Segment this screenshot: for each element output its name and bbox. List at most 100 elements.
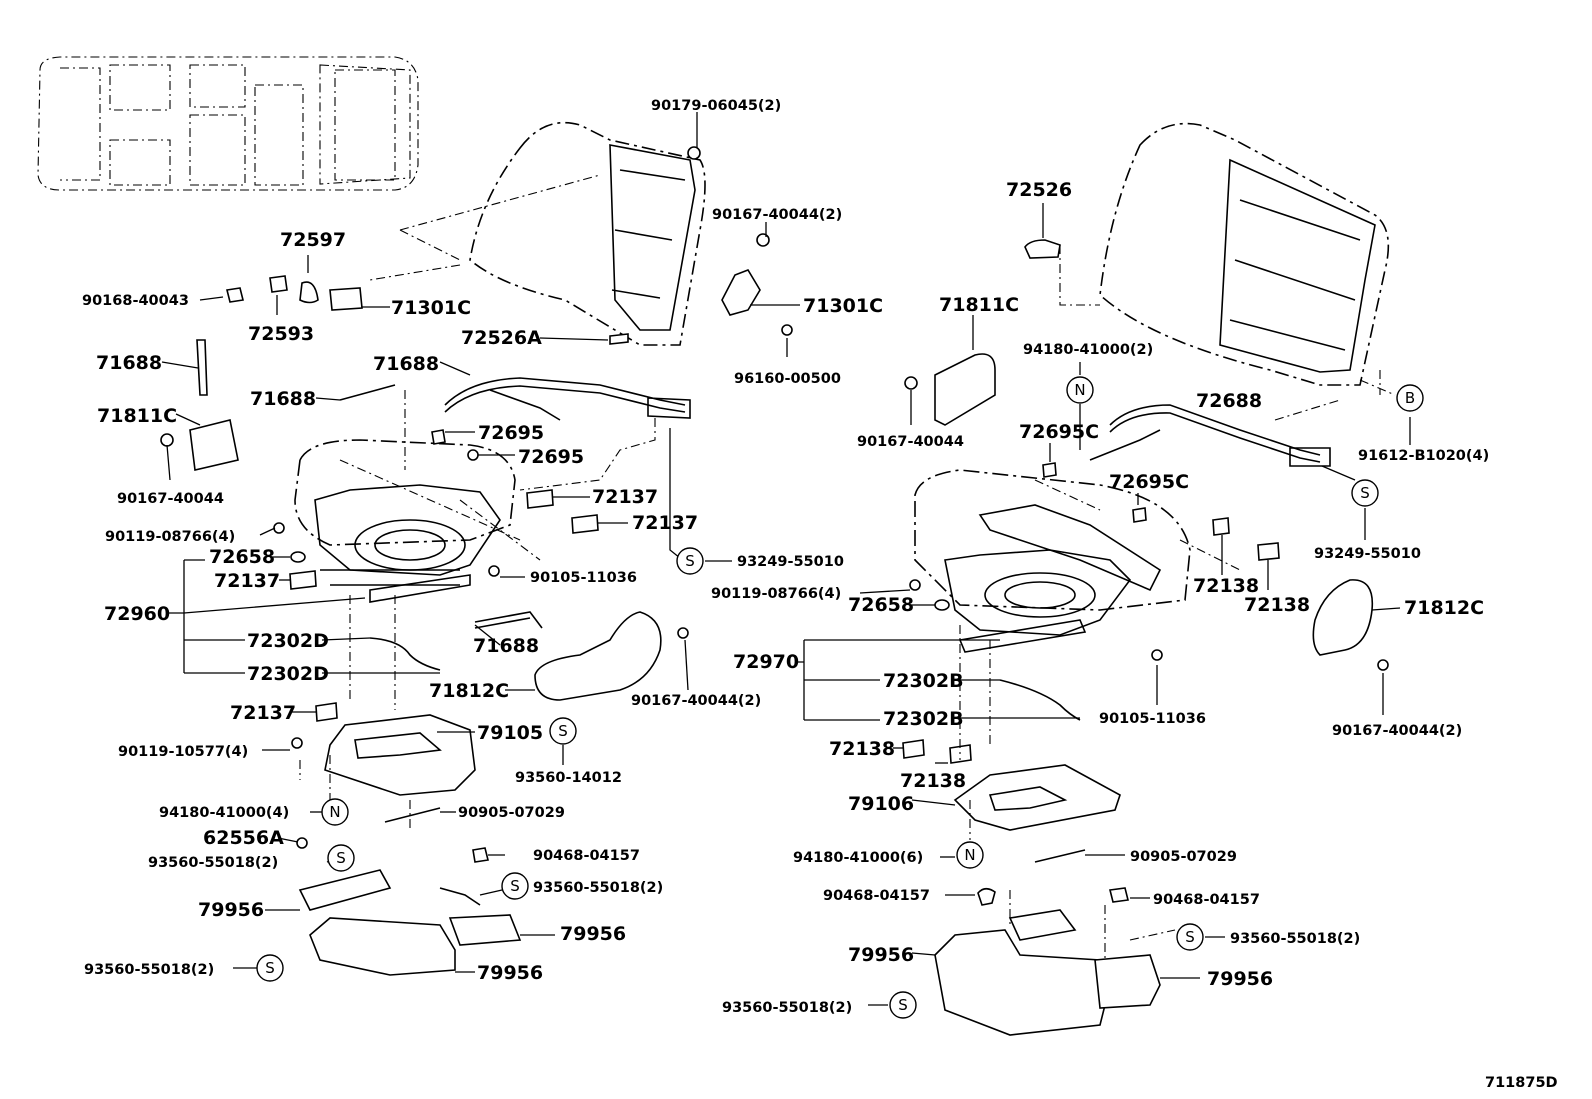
part-label: 72960 [104, 603, 170, 625]
marker-letter: S [898, 996, 908, 1014]
part-label: 72137 [592, 486, 658, 508]
part-label: 93560-14012 [515, 770, 622, 786]
part-label: 90167-40044(2) [712, 207, 842, 223]
marker-letter: S [1185, 928, 1195, 946]
part-label: 94180-41000(6) [793, 850, 923, 866]
part-label: 90167-40044 [117, 491, 224, 507]
part-label: 72302B [883, 708, 964, 730]
part-label: 90105-11036 [1099, 711, 1206, 727]
marker-circle [549, 717, 577, 745]
part-label: 71688 [473, 635, 539, 657]
part-label: 93560-55018(2) [1230, 931, 1360, 947]
part-label: 71688 [373, 353, 439, 375]
marker-circle [1066, 376, 1094, 404]
part-label: 79956 [1207, 968, 1273, 990]
marker-circle [1351, 479, 1379, 507]
marker-circle [321, 798, 349, 826]
marker-circle [1396, 384, 1424, 412]
right-side-cover-71812C [1312, 579, 1389, 671]
part-label: 90468-04157 [1153, 892, 1260, 908]
marker-m02: S [549, 717, 577, 745]
part-label: 93560-55018(2) [722, 1000, 852, 1016]
left-side-cover-71812C [534, 611, 689, 701]
part-label: 90468-04157 [823, 888, 930, 904]
right-seat-cushion [914, 469, 1191, 653]
marker-m04: S [327, 844, 355, 872]
part-label: 71812C [429, 680, 509, 702]
part-label: 62556A [203, 827, 284, 849]
marker-circle [676, 547, 704, 575]
part-label: 90905-07029 [458, 805, 565, 821]
marker-m01: S [676, 547, 704, 575]
part-label: 94180-41000(2) [1023, 342, 1153, 358]
part-label: 72138 [900, 770, 966, 792]
part-label: 94180-41000(4) [159, 805, 289, 821]
marker-m06: S [256, 954, 284, 982]
right-seatback [1024, 122, 1390, 386]
left-covers-79956 [296, 837, 522, 976]
part-label: 79956 [477, 962, 543, 984]
left-small-parts [160, 146, 793, 671]
part-label: 72302B [883, 670, 964, 692]
marker-letter: S [685, 552, 695, 570]
part-label: 96160-00500 [734, 371, 841, 387]
part-label: 71301C [391, 297, 471, 319]
marker-m09: S [1351, 479, 1379, 507]
part-label: 71688 [250, 388, 316, 410]
marker-m11: S [1176, 923, 1204, 951]
marker-m07: N [1066, 376, 1094, 404]
marker-circle [501, 872, 529, 900]
part-label: 79956 [198, 899, 264, 921]
part-label: 90105-11036 [530, 570, 637, 586]
part-label: 93249-55010 [1314, 546, 1421, 562]
part-label: 93249-55010 [737, 554, 844, 570]
marker-m08: B [1396, 384, 1424, 412]
part-label: 91612-B1020(4) [1358, 448, 1489, 464]
marker-letter: N [964, 846, 975, 864]
marker-letter: S [1360, 484, 1370, 502]
right-covers-79956 [934, 887, 1161, 1036]
part-label: 90119-10577(4) [118, 744, 248, 760]
leader-lines [161, 112, 1411, 1006]
part-label: 72526 [1006, 179, 1072, 201]
part-label: 90167-40044 [857, 434, 964, 450]
left-cable-72688 [444, 377, 691, 421]
part-label: 93560-55018(2) [533, 880, 663, 896]
part-label: 90119-08766(4) [105, 529, 235, 545]
part-label: 72526A [461, 327, 542, 349]
part-label: 72137 [632, 512, 698, 534]
left-seat-track-79105 [291, 702, 476, 823]
part-label: 72970 [733, 651, 799, 673]
part-label: 72302D [247, 630, 329, 652]
figure-code: 711875D [1485, 1075, 1558, 1091]
part-label: 71812C [1404, 597, 1484, 619]
part-label: 79956 [560, 923, 626, 945]
marker-letter: N [1074, 381, 1085, 399]
part-label: 90468-04157 [533, 848, 640, 864]
right-seat-track-79106 [902, 739, 1121, 863]
marker-circle [889, 991, 917, 1019]
part-label: 72138 [1244, 594, 1310, 616]
part-label: 79105 [477, 722, 543, 744]
part-label: 71301C [803, 295, 883, 317]
part-label: 72593 [248, 323, 314, 345]
part-label: 71688 [96, 352, 162, 374]
marker-letter: B [1405, 389, 1415, 407]
marker-letter: S [265, 959, 275, 977]
part-label: 90168-40043 [82, 293, 189, 309]
marker-m05: S [501, 872, 529, 900]
vehicle-seat-map [37, 56, 419, 191]
part-label: 93560-55018(2) [84, 962, 214, 978]
left-seat-cushion [294, 439, 516, 603]
part-label: 93560-55018(2) [148, 855, 278, 871]
marker-m12: S [889, 991, 917, 1019]
right-small-parts [904, 353, 1280, 721]
part-label: 72695C [1019, 421, 1099, 443]
part-label: 72658 [848, 594, 914, 616]
part-label: 72695 [518, 446, 584, 468]
part-label: 72138 [1193, 575, 1259, 597]
marker-circle [1176, 923, 1204, 951]
part-label: 72597 [280, 229, 346, 251]
part-label: 72138 [829, 738, 895, 760]
